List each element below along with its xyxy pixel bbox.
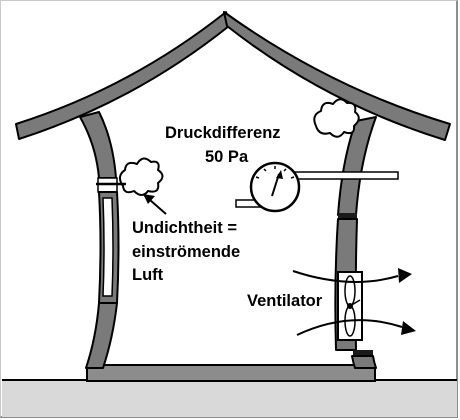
- fan-unit: [337, 271, 363, 341]
- manometer-tube-outside: [289, 171, 399, 180]
- ground: [2, 380, 457, 417]
- leak-cloud-right: [313, 98, 360, 138]
- left-wall-lower: [85, 302, 118, 369]
- pressure-label-line2: 50 Pa: [205, 148, 249, 166]
- right-wall-joint-top: [338, 213, 357, 219]
- leak-arrow-head: [143, 194, 155, 204]
- airflow-arrow-lower-head: [401, 321, 416, 335]
- roof-right: [223, 11, 451, 141]
- airflow-arrow-lower: [296, 319, 403, 336]
- leak-cloud-left: [119, 157, 164, 196]
- fan-label: Ventilator: [247, 292, 323, 310]
- leak-label-line1: Undichtheit =: [132, 219, 237, 237]
- airflow-arrow-upper-head: [398, 268, 412, 283]
- leak-label-line3: Luft: [132, 266, 164, 284]
- left-wall-upper: [79, 111, 117, 179]
- airflow-arrow-upper: [292, 270, 399, 283]
- foundation: [86, 364, 376, 382]
- left-wall-panel: [102, 197, 114, 297]
- right-wall-lower: [351, 355, 377, 369]
- roof-left: [15, 11, 230, 140]
- pressure-label-line1: Druckdifferenz: [165, 124, 281, 142]
- leak-arrow-shaft: [149, 199, 167, 215]
- manometer-gauge: [249, 161, 301, 213]
- leak-label-line2: einströmende: [132, 243, 240, 261]
- right-wall-joint-bottom: [353, 350, 373, 356]
